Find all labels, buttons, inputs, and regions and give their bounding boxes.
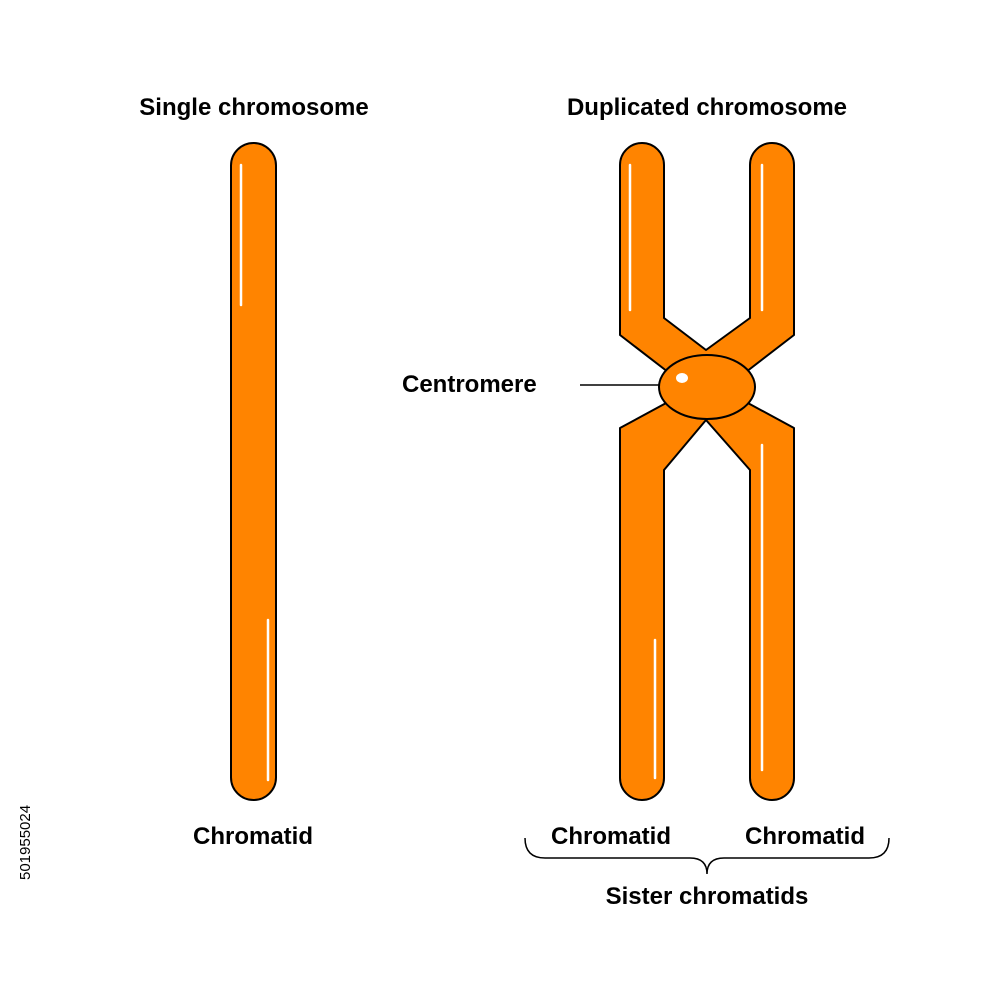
duplicated-chromosome [619,142,795,801]
single-chromatid-label: Chromatid [193,823,313,850]
single-chromatid-body [230,142,277,801]
sister-chromatids-body [619,142,795,801]
sister-chromatids-brace [524,837,890,875]
single-chromosome [230,142,277,801]
right-chromatid-label: Chromatid [745,823,865,850]
left-chromatid-label: Chromatid [551,823,671,850]
single-chromosome-title: Single chromosome [139,94,368,121]
centromere [658,354,756,420]
stock-id-watermark: 501955024 [17,805,34,880]
duplicated-chromosome-title: Duplicated chromosome [567,94,847,121]
sister-chromatids-label: Sister chromatids [606,883,809,910]
centromere-highlight [676,373,688,383]
centromere-label: Centromere [402,371,537,398]
